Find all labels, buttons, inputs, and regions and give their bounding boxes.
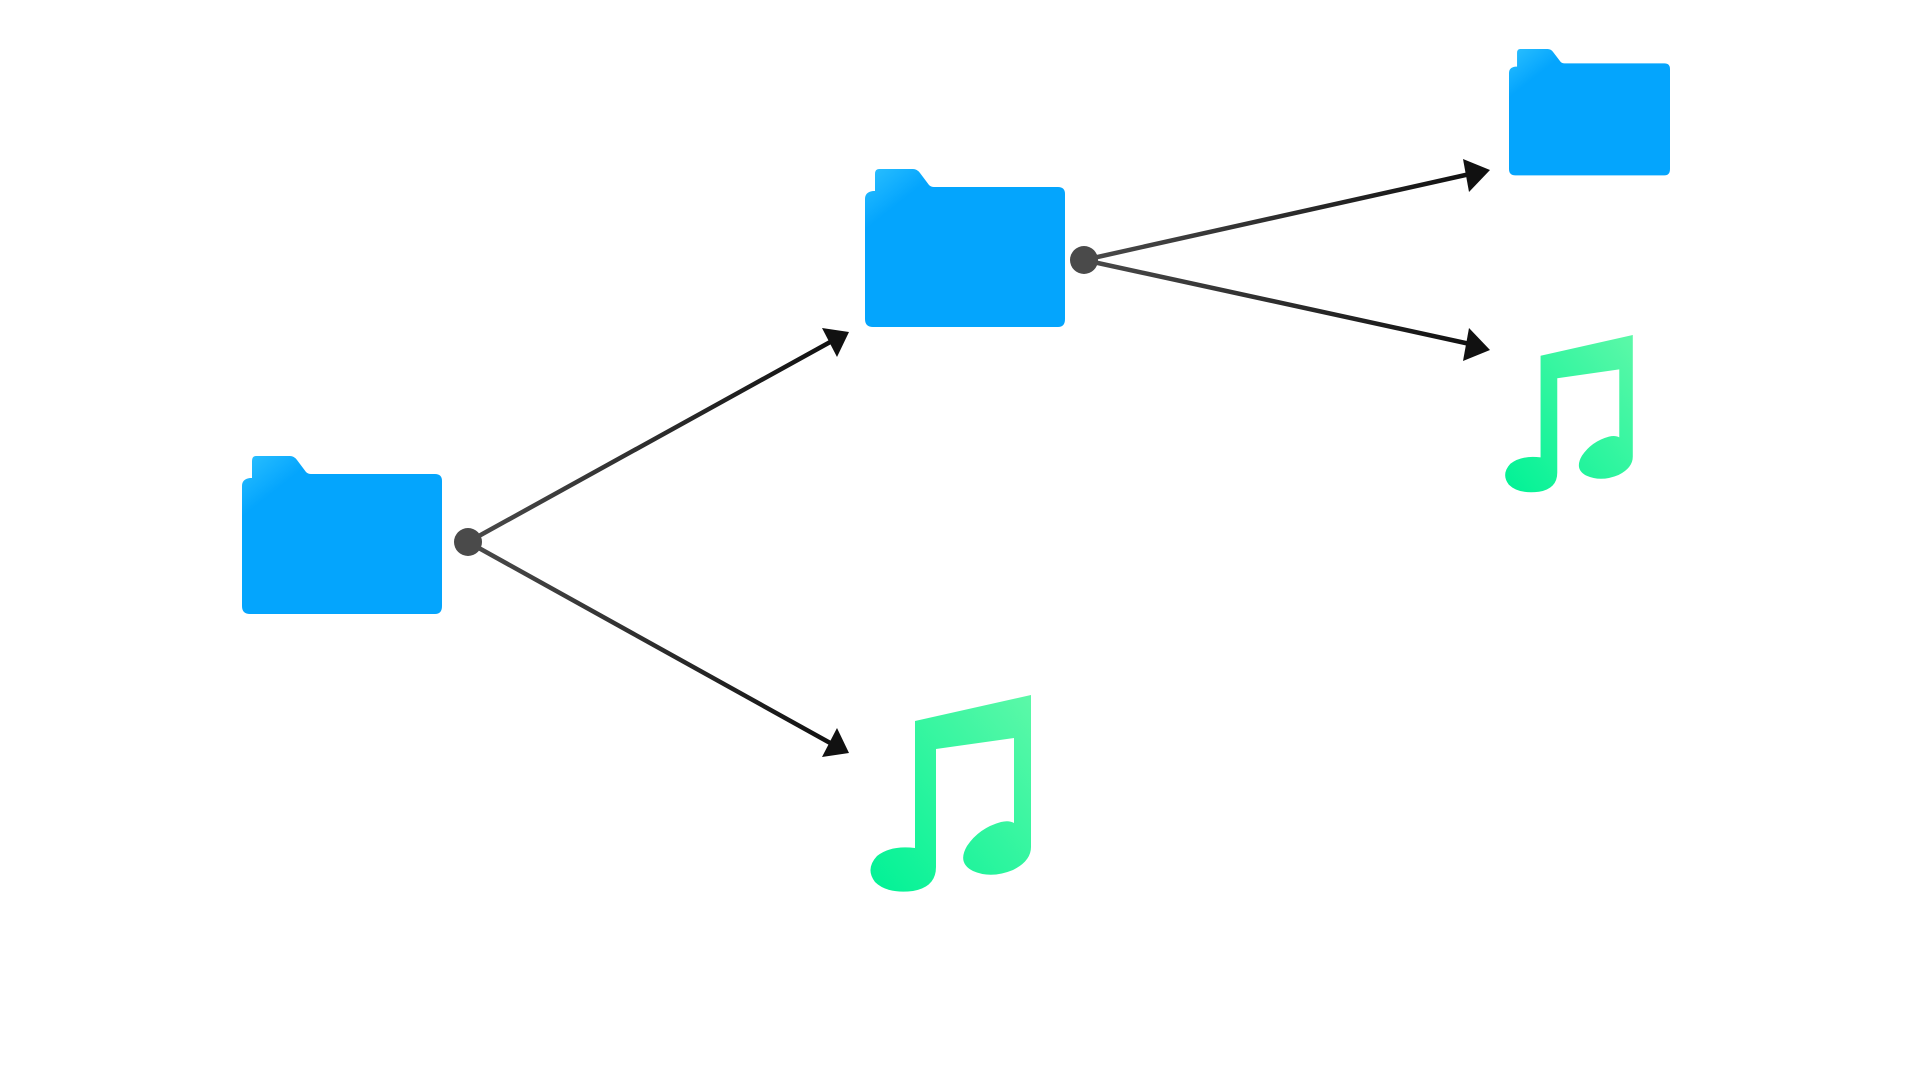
edge-root-to-child-music [466, 540, 849, 757]
folder-icon[interactable] [242, 456, 442, 614]
folder-icon[interactable] [1509, 49, 1670, 176]
connector-dot-root[interactable] [454, 528, 482, 556]
edge-child-folder-to-grandchild-folder [1083, 159, 1490, 263]
music-note-icon[interactable] [1505, 335, 1633, 493]
folder-icon[interactable] [865, 169, 1065, 327]
connector-dot-child-folder[interactable] [1070, 246, 1098, 274]
music-note-icon[interactable] [870, 695, 1031, 892]
edge-root-to-child-folder [466, 328, 849, 544]
edge-child-folder-to-grandchild-music [1083, 257, 1490, 361]
